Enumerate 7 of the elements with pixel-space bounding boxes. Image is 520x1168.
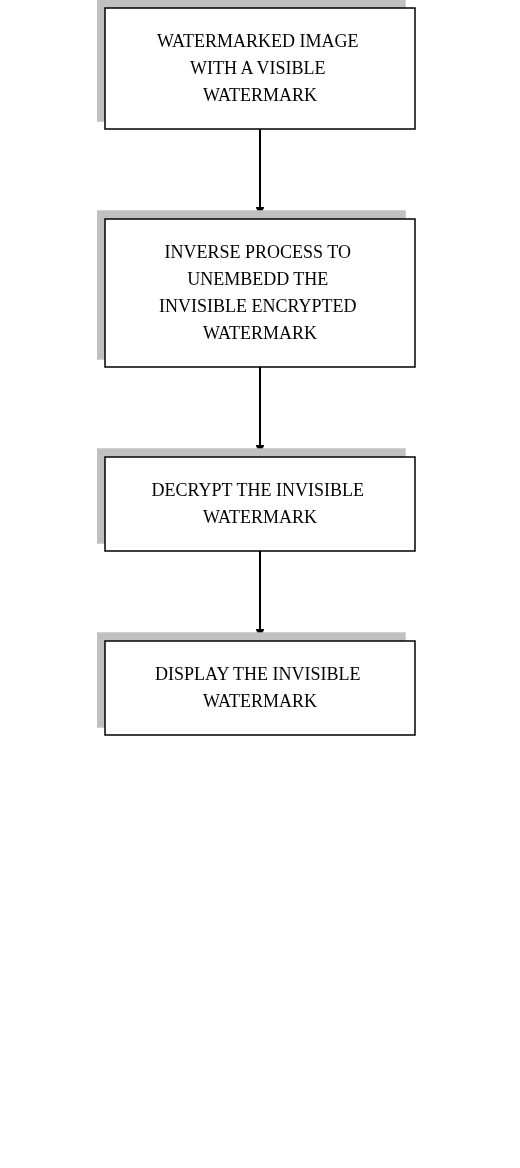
- node-box: WATERMARKED IMAGE WITH A VISIBLE WATERMARK: [104, 7, 416, 130]
- node-box: DISPLAY THE INVISIBLE WATERMARK: [104, 640, 416, 736]
- arrow: [255, 128, 265, 216]
- node-box: INVERSE PROCESS TO UNEMBEDD THE INVISIBLE ENCRYPTED WATERMARK: [104, 218, 416, 368]
- arrow: [255, 366, 265, 454]
- arrow: [255, 550, 265, 638]
- node-box: DECRYPT THE INVISIBLE WATERMARK: [104, 456, 416, 552]
